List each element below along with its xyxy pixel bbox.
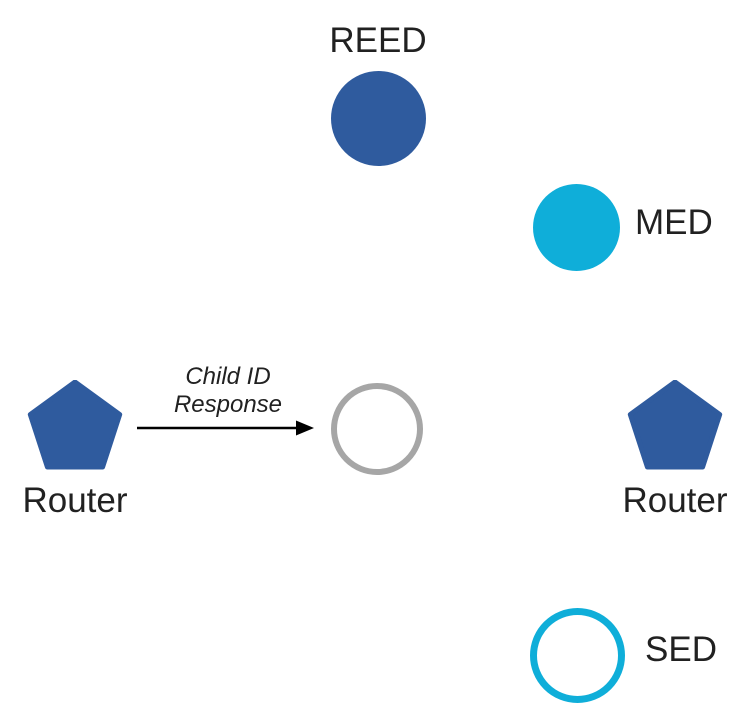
reed-label: REED — [329, 21, 427, 60]
joining-child-node-shape — [331, 383, 423, 475]
router-right-label: Router — [622, 481, 728, 520]
router-right-node-shape — [627, 380, 723, 470]
sed-label: SED — [645, 630, 717, 669]
reed-filled-circle-icon — [331, 71, 426, 166]
router-left-node-shape — [27, 380, 123, 470]
arrow-label-line2: Response — [173, 391, 283, 418]
med-label: MED — [635, 203, 713, 242]
router-right-pentagon-icon — [627, 380, 723, 470]
sed-node-shape — [530, 608, 625, 703]
arrow-label: Child ID Response — [148, 363, 308, 419]
child-id-response-arrow — [137, 420, 314, 436]
reed-node-shape — [331, 71, 426, 166]
arrow-head-icon — [296, 420, 314, 436]
med-filled-circle-icon — [533, 184, 620, 271]
arrow-label-line1: Child ID — [185, 363, 271, 390]
router-left-label: Router — [22, 481, 128, 520]
sed-outline-circle-icon — [530, 608, 625, 703]
router-left-pentagon-icon — [27, 380, 123, 470]
joining-child-outline-circle-icon — [331, 383, 423, 475]
med-node-shape — [533, 184, 620, 271]
